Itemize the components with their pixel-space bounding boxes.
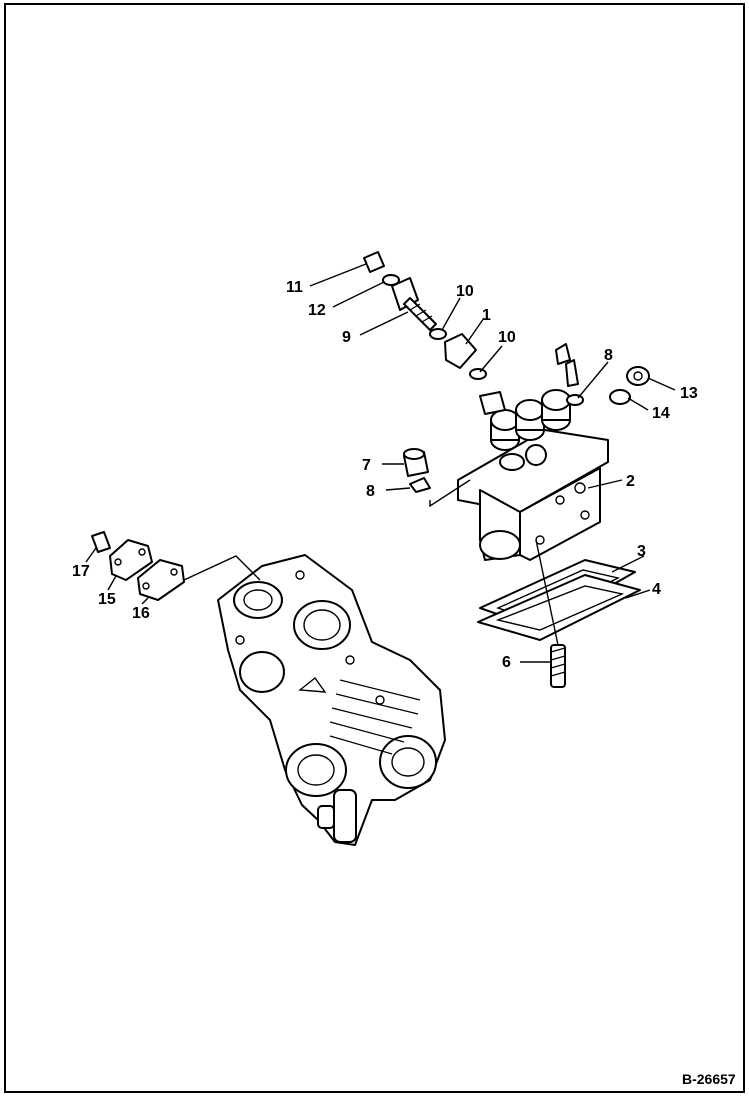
- callout-17: 17: [72, 563, 90, 580]
- callout-2: 2: [626, 473, 635, 490]
- callout-11: 11: [286, 279, 303, 296]
- gaskets: [477, 559, 641, 641]
- callout-10-top: 10: [456, 283, 474, 300]
- callout-3: 3: [637, 543, 646, 560]
- callout-6: 6: [502, 654, 511, 671]
- leader-lines: [85, 263, 676, 663]
- reference-number: B-26657: [682, 1071, 736, 1087]
- diagram-border: [4, 3, 745, 1093]
- injection-pump: [457, 389, 609, 561]
- callout-4: 4: [652, 581, 661, 598]
- small-parts: [403, 343, 650, 508]
- callout-7: 7: [362, 457, 371, 474]
- callout-8-left: 8: [366, 483, 375, 500]
- callout-9: 9: [342, 329, 351, 346]
- callout-1: 1: [482, 307, 491, 324]
- callout-8-right: 8: [604, 347, 613, 364]
- callout-10-bottom: 10: [498, 329, 516, 346]
- callout-12: 12: [308, 302, 326, 319]
- callout-13: 13: [680, 385, 698, 402]
- callout-16: 16: [132, 605, 150, 622]
- banjo-assembly: [363, 251, 506, 415]
- gear-case-housing: [217, 554, 446, 846]
- stud: [535, 539, 566, 688]
- callout-15: 15: [98, 591, 116, 608]
- callout-14: 14: [652, 405, 670, 422]
- cover-plate-assembly: [91, 531, 261, 601]
